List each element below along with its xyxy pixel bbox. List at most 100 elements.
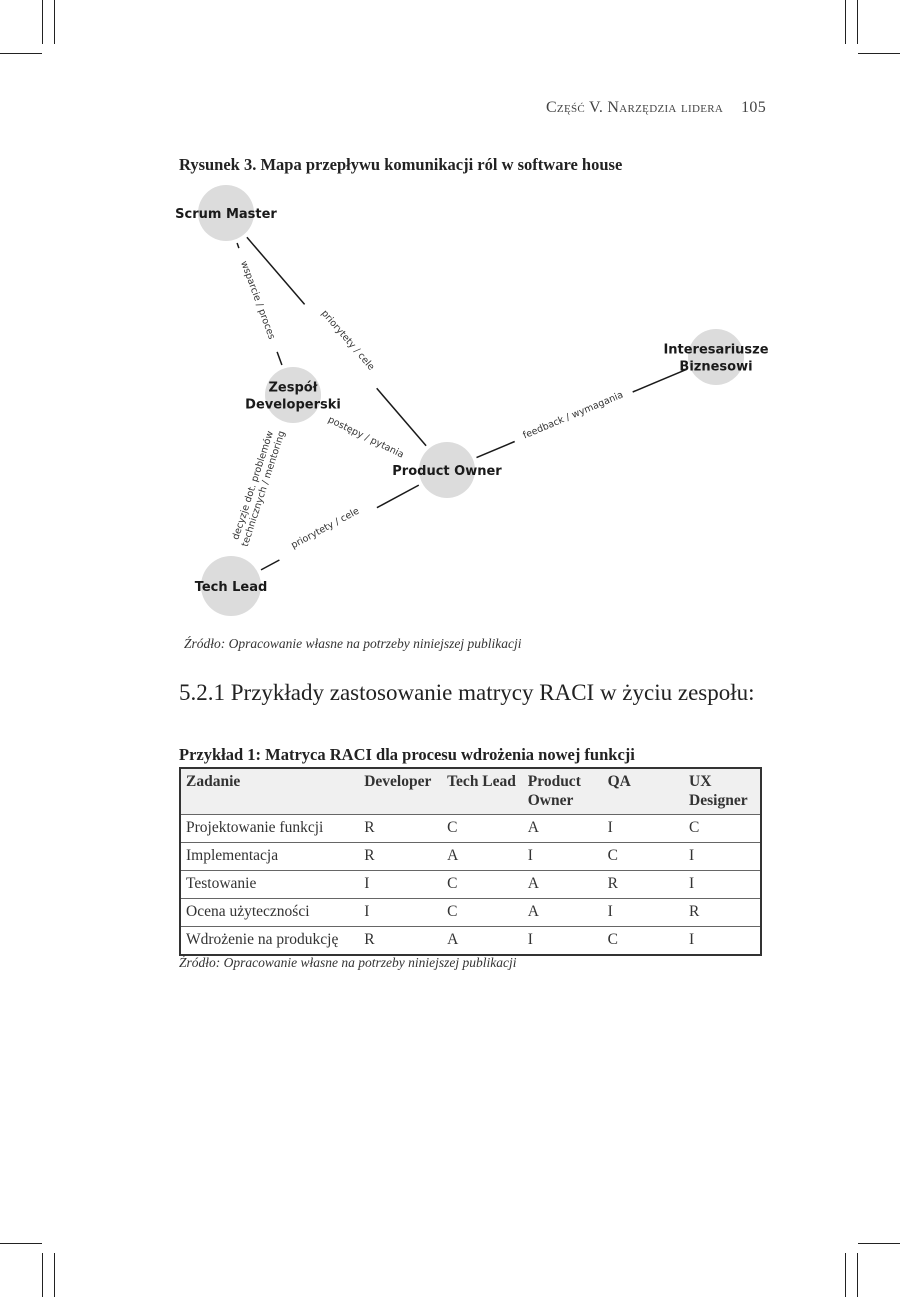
table-cell: A [522, 898, 603, 927]
crop-mark [857, 1253, 858, 1297]
crop-mark [858, 53, 900, 54]
table-cell: I [684, 926, 761, 956]
crop-mark [42, 1253, 43, 1297]
table-cell: A [442, 926, 523, 956]
edge-line-sm-dev [236, 242, 240, 249]
table-row: Ocena użyteczności I C A I R [180, 898, 761, 927]
crop-mark [0, 53, 42, 54]
running-head: Część V. Narzędzia lidera 105 [546, 99, 766, 117]
table-cell: I [359, 898, 443, 927]
edge-label-line: feedback / wymagania [521, 390, 625, 442]
figure-source: Źródło: Opracowanie własne na potrzeby n… [184, 636, 522, 651]
header-tech-lead: Tech Lead [442, 767, 523, 815]
table-cell: I [359, 870, 443, 899]
crop-mark [845, 0, 846, 44]
table-cell: R [359, 814, 443, 843]
raci-table: Zadanie Developer Tech Lead Product Owne… [179, 767, 762, 956]
running-head-title: Część V. Narzędzia lidera [545, 99, 724, 116]
header-ux-designer: UX Designer [684, 767, 761, 815]
edge-label-line: priorytety / cele [289, 506, 361, 552]
edge-line-sm-po [376, 387, 427, 447]
edge-label-line: postępy / pytania [326, 414, 405, 460]
table-cell: I [602, 814, 685, 843]
edge-label-dev-po: postępy / pytania [326, 414, 405, 460]
table-cell: I [522, 926, 603, 956]
node-label-po: Product Owner [392, 464, 502, 479]
crop-mark [858, 1243, 900, 1244]
table-cell: Implementacja [180, 842, 360, 871]
crop-mark [845, 1253, 846, 1297]
table-cell: R [602, 870, 685, 899]
edge-label-line: priorytety / cele [319, 308, 377, 373]
figure-caption: Rysunek 3. Mapa przepływu komunikacji ró… [179, 155, 623, 174]
table-cell: C [442, 814, 523, 843]
node-circle-tl [201, 556, 261, 616]
table-cell: I [684, 842, 761, 871]
table-cell: C [602, 926, 685, 956]
table-cell: C [602, 842, 685, 871]
table-cell: R [359, 926, 443, 956]
table-cell: A [522, 870, 603, 899]
node-circle-sm [198, 185, 254, 241]
labels: wsparcie / proces priorytety / cele postęp… [175, 207, 769, 595]
node-label-line: Interesariusze [663, 343, 768, 358]
table-source: Źródło: Opracowanie własne na potrzeby n… [179, 955, 517, 970]
header-qa: QA [602, 767, 685, 815]
edge-line-tl-po [376, 484, 420, 509]
table-cell: I [684, 870, 761, 899]
table-row: Wdrożenie na produkcję R A I C I [180, 926, 761, 956]
table-cell: C [442, 870, 523, 899]
header-task: Zadanie [180, 767, 360, 815]
crop-mark [857, 0, 858, 44]
edge-label-sm-dev: wsparcie / proces [238, 259, 277, 341]
node-circle-int [688, 329, 744, 385]
table-caption: Przykład 1: Matryca RACI dla procesu wdr… [179, 745, 635, 764]
table-cell: C [684, 814, 761, 843]
table-cell: A [522, 814, 603, 843]
section-heading: 5.2.1 Przykłady zastosowanie matrycy RAC… [179, 680, 755, 705]
edge-line-int-po [632, 368, 687, 393]
crop-mark [54, 0, 55, 44]
node-label-line: Zespół [268, 381, 318, 396]
edge-label-dev-tl: decyzje dot. problemówtechnicznych / men… [229, 426, 287, 548]
node-label-line: Tech Lead [195, 580, 268, 595]
page-number: 105 [741, 99, 766, 116]
edge-line-int-po [476, 440, 515, 459]
table-header-row: Zadanie Developer Tech Lead Product Owne… [180, 767, 761, 815]
crop-mark [0, 1243, 42, 1244]
node-circles [198, 185, 744, 616]
table-cell: R [684, 898, 761, 927]
edge-label-sm-po: priorytety / cele [319, 308, 377, 373]
crop-mark [42, 0, 43, 44]
edge-label-line: wsparcie / proces [238, 259, 277, 341]
edge-line-sm-dev [276, 351, 283, 366]
table-cell: I [602, 898, 685, 927]
table-cell: R [359, 842, 443, 871]
edge-lines [236, 236, 687, 571]
table-row: Testowanie I C A R I [180, 870, 761, 899]
table-cell: A [442, 842, 523, 871]
node-label-tl: Tech Lead [195, 580, 268, 595]
edge-label-tl-po: priorytety / cele [289, 506, 361, 552]
crop-mark [54, 1253, 55, 1297]
table-row: Projektowanie funkcji R C A I C [180, 814, 761, 843]
node-label-line: Scrum Master [175, 207, 277, 222]
table-cell: C [442, 898, 523, 927]
table-cell: I [522, 842, 603, 871]
table-row: Implementacja R A I C I [180, 842, 761, 871]
table-cell: Wdrożenie na produkcję [180, 926, 360, 956]
header-developer: Developer [359, 767, 443, 815]
communication-diagram: wsparcie / proces priorytety / cele postęp… [175, 185, 769, 616]
table-cell: Testowanie [180, 870, 360, 899]
header-product-owner: Product Owner [522, 767, 603, 815]
node-label-line: Product Owner [392, 464, 502, 479]
table-cell: Ocena użyteczności [180, 898, 360, 927]
edge-line-sm-po [246, 236, 306, 305]
node-label-line: Biznesowi [679, 360, 752, 375]
node-label-sm: Scrum Master [175, 207, 277, 222]
node-circle-po [419, 442, 475, 498]
node-circle-dev [265, 367, 321, 423]
table-cell: Projektowanie funkcji [180, 814, 360, 843]
